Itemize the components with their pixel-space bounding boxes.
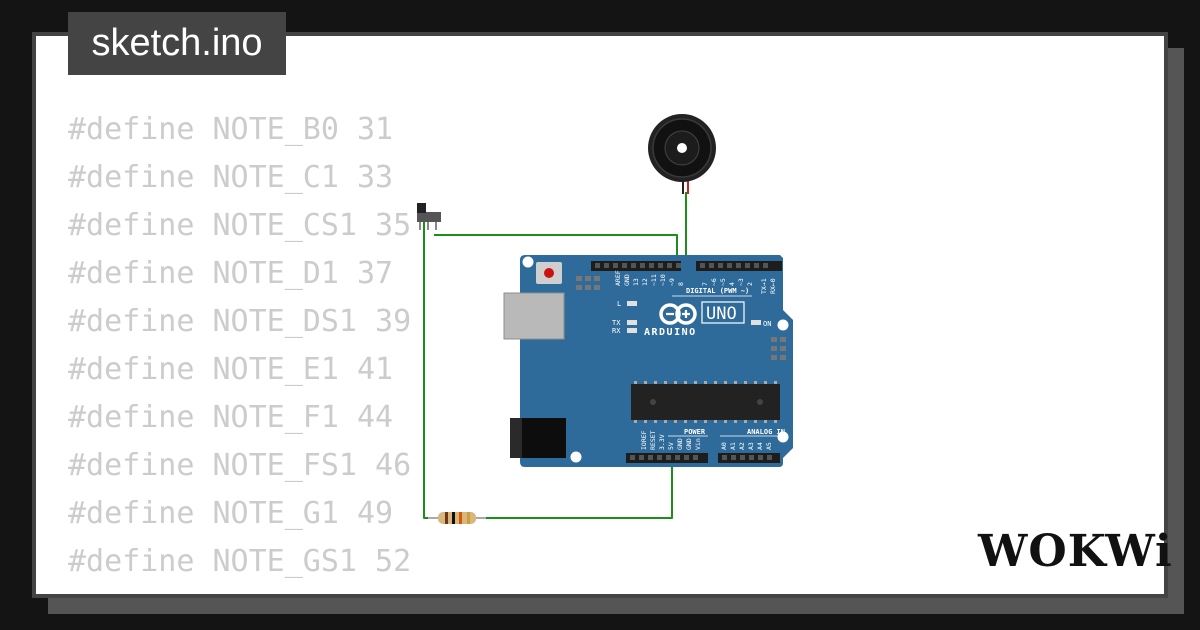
pin-label: ~6 xyxy=(710,278,718,286)
led-l-label: L xyxy=(617,300,621,308)
pin-label: A4 xyxy=(756,442,764,450)
power-jack xyxy=(510,418,566,458)
pin-label: ~9 xyxy=(668,278,676,286)
code-line: #define NOTE_A1 55 xyxy=(68,586,411,594)
power-pin-labels: IOREF RESET 3.3V 5V GND GND Vin xyxy=(640,430,702,450)
icsp-side-header xyxy=(771,337,786,360)
pin-label: A2 xyxy=(738,442,746,450)
code-preview: #define NOTE_B0 31 #define NOTE_C1 33 #def… xyxy=(68,106,411,594)
pin-label: ~11 xyxy=(650,274,658,286)
mounting-hole xyxy=(777,319,789,331)
pin-label: Vin xyxy=(694,438,702,450)
digital-header xyxy=(591,261,782,271)
simulation-canvas: #define NOTE_B0 31 #define NOTE_C1 33 #def… xyxy=(36,36,1164,594)
top-pin-labels: AREF GND 13 12 ~11 ~10 ~9 8 7 ~6 ~5 4 ~3… xyxy=(614,270,777,294)
pin-label: 4 xyxy=(728,282,736,286)
pin-label: A5 xyxy=(765,442,773,450)
digital-label: DIGITAL (PWM ~) xyxy=(686,287,749,295)
pin-label: 2 xyxy=(746,282,754,286)
buzzer[interactable] xyxy=(648,114,716,194)
code-line: #define NOTE_DS1 39 xyxy=(68,304,412,339)
slide-switch[interactable] xyxy=(417,203,441,230)
pin-label: GND xyxy=(685,438,693,450)
pin-label: RX←0 xyxy=(769,278,777,294)
arduino-uno-board[interactable]: AREF GND 13 12 ~11 ~10 ~9 8 7 ~6 ~5 4 ~3… xyxy=(503,255,793,467)
code-line: #define NOTE_C1 33 xyxy=(68,160,394,195)
status-leds: L TX RX ON xyxy=(612,300,771,335)
on-label: ON xyxy=(763,320,771,328)
wire-switch-to-resistor[interactable] xyxy=(423,222,440,519)
mounting-hole xyxy=(777,431,789,443)
wire-resistor-to-5v[interactable] xyxy=(476,458,673,519)
arduino-logo-icon xyxy=(659,303,697,325)
uno-badge xyxy=(701,301,745,324)
pin-label: ~5 xyxy=(719,278,727,286)
pin-label: ~10 xyxy=(659,274,667,286)
mounting-hole xyxy=(522,256,534,268)
resistor[interactable] xyxy=(428,512,486,524)
board-model: UNO xyxy=(706,304,737,324)
board-brand: ARDUINO xyxy=(644,327,697,338)
pin-label: ~3 xyxy=(737,278,745,286)
mounting-hole xyxy=(570,451,582,463)
pin-label: 3.3V xyxy=(658,434,666,450)
wokwi-logo: WOKWi xyxy=(977,526,1173,577)
pin-label: A1 xyxy=(729,442,737,450)
code-line: #define NOTE_E1 41 xyxy=(68,352,394,387)
pin-label: 7 xyxy=(701,282,709,286)
led-tx-label: TX xyxy=(612,319,621,327)
code-line: #define NOTE_FS1 46 xyxy=(68,448,412,483)
code-line: #define NOTE_F1 44 xyxy=(68,400,394,435)
led-rx-label: RX xyxy=(612,327,621,335)
usb-connector xyxy=(503,292,565,340)
analog-pin-labels: A0 A1 A2 A3 A4 A5 xyxy=(720,442,773,450)
file-title-tab[interactable]: sketch.ino xyxy=(68,12,286,75)
analog-label: ANALOG IN xyxy=(747,428,785,436)
code-line: #define NOTE_D1 37 xyxy=(68,256,394,291)
pin-label: TX→1 xyxy=(760,278,768,294)
pin-label: 8 xyxy=(677,282,685,286)
power-header xyxy=(626,453,708,463)
microcontroller-chip xyxy=(631,381,780,423)
pin-label: RESET xyxy=(649,430,657,450)
pin-label: IOREF xyxy=(640,430,648,450)
code-line: #define NOTE_B0 31 xyxy=(68,112,394,147)
pin-label: 13 xyxy=(632,278,640,286)
analog-header xyxy=(718,453,780,463)
pin-label: 5V xyxy=(667,442,675,450)
pin-label: GND xyxy=(676,438,684,450)
icsp-header xyxy=(576,276,600,290)
code-line: #define NOTE_G1 49 xyxy=(68,496,394,531)
reset-button[interactable] xyxy=(536,262,562,284)
pin-label: A0 xyxy=(720,442,728,450)
code-line: #define NOTE_GS1 52 xyxy=(68,544,412,579)
pin-label: A3 xyxy=(747,442,755,450)
code-line: #define NOTE_CS1 35 xyxy=(68,208,412,243)
pin-label: GND xyxy=(623,274,631,286)
power-label: POWER xyxy=(684,428,706,436)
pin-label: AREF xyxy=(614,270,622,286)
pin-label: 12 xyxy=(641,278,649,286)
